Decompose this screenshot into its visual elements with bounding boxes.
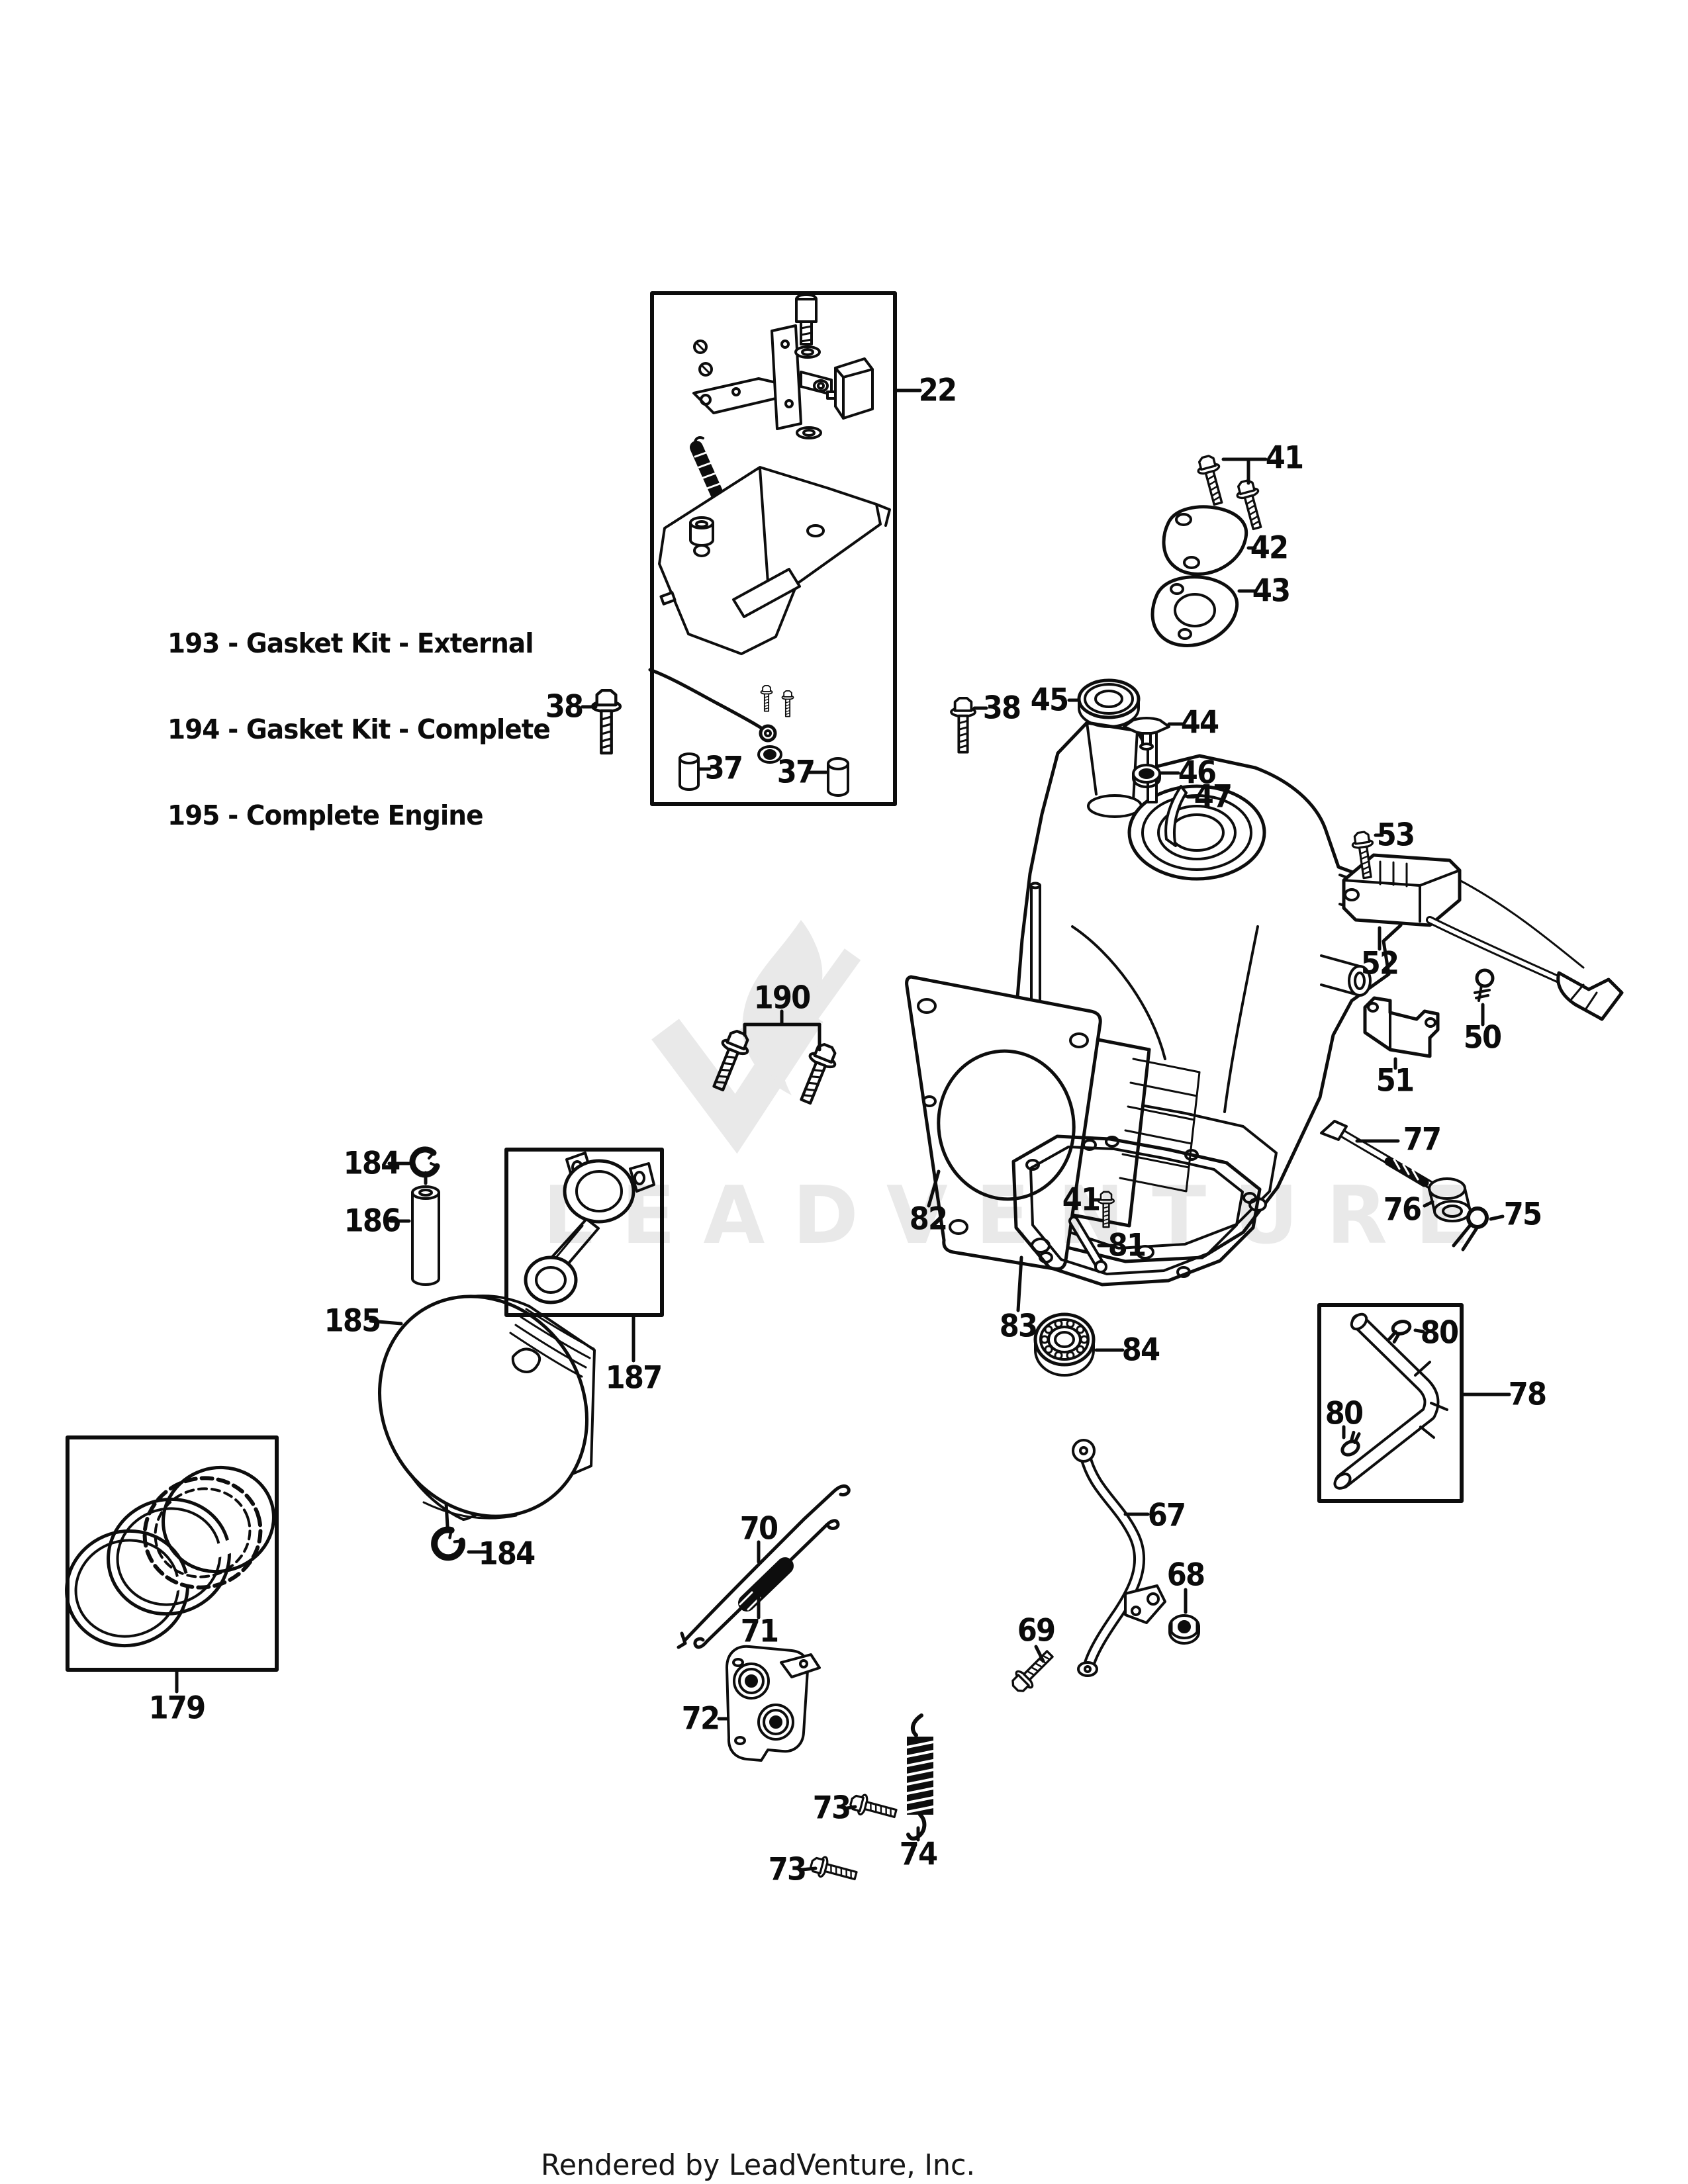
part-187-connecting-rod-drawing [524, 1152, 655, 1304]
part-68-nut-drawing [1168, 1614, 1200, 1645]
part-71-rod-with-spring-drawing [693, 1519, 840, 1649]
leadventure-v-icon [651, 948, 861, 1154]
part-callout-22: 22 [918, 372, 957, 409]
part-74-extension-spring-drawing [906, 1713, 935, 1841]
part-43-gasket-drawing [1150, 575, 1239, 647]
part-41-bolt-drawing [1194, 453, 1230, 508]
part-75-cotter-pin-drawing [1452, 1206, 1489, 1251]
part-callout-67: 67 [1147, 1497, 1186, 1534]
part-callout-37: 37 [704, 750, 743, 787]
part-callout-184: 184 [478, 1535, 536, 1572]
part-callout-76: 76 [1383, 1191, 1422, 1228]
part-callout-179: 179 [148, 1690, 207, 1727]
part-callout-37: 37 [776, 754, 816, 791]
legend-gasket-kit-complete: 194 - Gasket Kit - Complete [167, 713, 551, 745]
part-44-governor-spool-drawing [1123, 717, 1170, 751]
part-callout-41: 41 [1265, 439, 1304, 477]
part-callout-186: 186 [344, 1203, 402, 1240]
part-47-wedge-drawing [1164, 785, 1188, 847]
part-callout-53: 53 [1376, 817, 1415, 854]
part-callout-73: 73 [768, 1851, 807, 1888]
part-38-bolt-drawing [592, 690, 620, 753]
part-83-crankcase-gasket-drawing [1011, 1134, 1262, 1287]
part-77-governor-shaft-drawing [1320, 1120, 1434, 1189]
part-184-circlip-drawing [412, 1150, 437, 1175]
part-callout-41: 41 [1062, 1181, 1101, 1218]
part-callout-187: 187 [605, 1359, 663, 1396]
part-callout-72: 72 [681, 1700, 720, 1737]
part-179-piston-rings-drawing [65, 1465, 275, 1648]
part-72-bracket-plate-drawing [726, 1645, 821, 1762]
part-callout-80: 80 [1420, 1314, 1459, 1351]
legend-complete-engine: 195 - Complete Engine [167, 799, 483, 831]
part-callout-75: 75 [1503, 1196, 1542, 1233]
part-42-cover-plate-drawing [1162, 505, 1248, 576]
part-84-ball-bearing-drawing [1033, 1312, 1096, 1377]
part-callout-38: 38 [982, 690, 1021, 727]
part-51-bracket-drawing [1363, 996, 1440, 1058]
part-callout-80: 80 [1325, 1395, 1364, 1432]
legend-gasket-kit-external: 193 - Gasket Kit - External [167, 627, 534, 659]
part-callout-51: 51 [1376, 1062, 1415, 1099]
part-80-clip-drawing [1337, 1430, 1366, 1457]
part-38-bolt-drawing [950, 697, 976, 754]
part-callout-38: 38 [545, 688, 584, 725]
part-callout-42: 42 [1250, 529, 1289, 567]
part-callout-45: 45 [1030, 682, 1069, 719]
part-callout-69: 69 [1017, 1612, 1056, 1649]
part-callout-78: 78 [1508, 1376, 1547, 1413]
part-80-clip-drawing [1385, 1320, 1413, 1343]
part-185-piston-drawing [378, 1295, 596, 1521]
leadventure-watermark: LEADVENTURE [543, 920, 1497, 1262]
part-callout-184: 184 [343, 1145, 401, 1182]
part-76-bushing-drawing [1428, 1177, 1472, 1222]
part-callout-43: 43 [1252, 572, 1291, 610]
part-52-ignition-coil-drawing [1342, 853, 1624, 1021]
part-callout-190: 190 [753, 979, 812, 1017]
part-45-bearing-drawing [1077, 678, 1141, 728]
part-callout-71: 71 [740, 1613, 779, 1650]
part-callout-83: 83 [999, 1308, 1038, 1345]
part-callout-47: 47 [1194, 778, 1233, 815]
part-callout-44: 44 [1180, 704, 1219, 741]
part-callout-185: 185 [324, 1302, 382, 1340]
part-184-circlip-drawing [429, 1525, 466, 1563]
render-credit: Rendered by LeadVenture, Inc. [540, 2148, 976, 2182]
part-186-piston-pin-drawing [411, 1185, 440, 1286]
part-callout-50: 50 [1463, 1019, 1502, 1056]
watermark-text: LEADVENTURE [543, 1170, 1497, 1262]
part-callout-74: 74 [899, 1836, 938, 1873]
part-78-breather-tube-drawing [1333, 1312, 1448, 1490]
part-69-bolt-drawing [1007, 1645, 1058, 1697]
part-22-control-bracket-assembly-drawing [648, 293, 891, 764]
part-callout-81: 81 [1107, 1227, 1147, 1264]
part-73-bolt-drawing [808, 1852, 860, 1887]
part-37-spacer-drawing [679, 752, 849, 797]
part-callout-77: 77 [1403, 1121, 1442, 1158]
part-callout-52: 52 [1360, 945, 1399, 982]
part-81-link-drawing [1068, 1216, 1107, 1273]
part-callout-46: 46 [1178, 754, 1217, 792]
part-callout-70: 70 [739, 1510, 778, 1547]
part-callout-82: 82 [909, 1201, 948, 1238]
part-82-cylinder-gasket-drawing [905, 975, 1102, 1271]
part-callout-68: 68 [1166, 1557, 1205, 1594]
detail-boxes [66, 291, 1464, 1672]
leader-lines [175, 388, 1511, 1872]
part-callout-73: 73 [812, 1790, 851, 1827]
part-67-governor-arm-drawing [1072, 1439, 1166, 1677]
part-callout-84: 84 [1121, 1332, 1160, 1369]
part-50-clip-drawing [1474, 968, 1495, 1002]
part-70-throttle-rod-drawing [677, 1484, 851, 1649]
